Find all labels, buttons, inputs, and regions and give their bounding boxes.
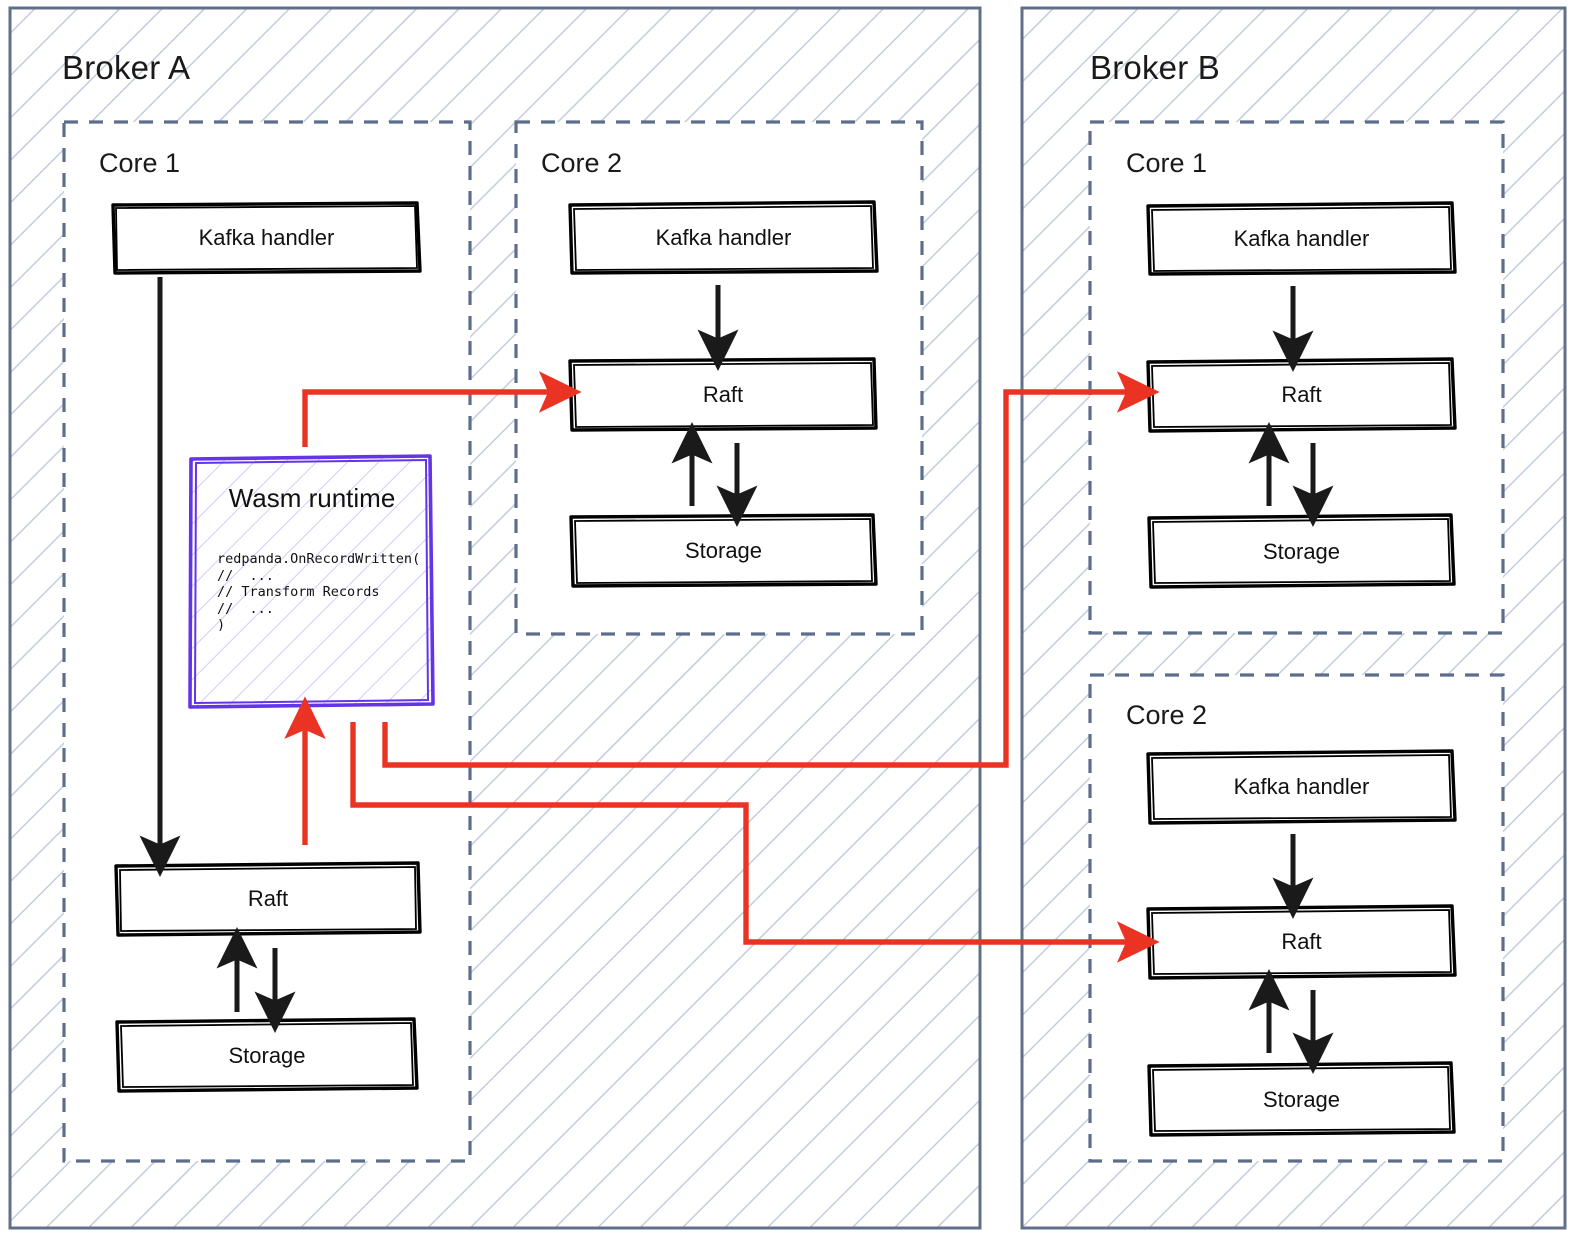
arrow-wasm-to-bb-c1-raft [382, 371, 1160, 768]
bb-c1-storage-box[interactable] [1147, 513, 1456, 589]
broker-a-core-1-label: Core 1 [99, 148, 181, 178]
ba-c2-kafka-box[interactable] [568, 200, 879, 275]
bb-c1-raft-box[interactable] [1146, 357, 1457, 433]
bb-c2-storage-box[interactable] [1147, 1061, 1456, 1137]
bb-c2-kafka-box[interactable] [1146, 749, 1457, 825]
bb-c1-kafka-box[interactable] [1146, 201, 1457, 276]
bb-c2-raft-box[interactable] [1146, 904, 1457, 980]
ba-c2-raft-box[interactable] [568, 357, 878, 432]
ba-c2-storage-box[interactable] [569, 513, 878, 588]
ba-c1-wasm-runtime-label: Wasm runtime [228, 483, 396, 513]
broker-a-core-2-label: Core 2 [541, 148, 623, 178]
broker-b-core-1-label: Core 1 [1126, 148, 1208, 178]
broker-b-label: Broker B [1090, 49, 1220, 86]
broker-b-core-2-label: Core 2 [1126, 700, 1208, 730]
arrow-wasm-to-bb-c2-raft [350, 722, 1160, 963]
ba-c1-raft-box[interactable] [114, 861, 422, 937]
arrow-wasm-to-ba-c2-raft [302, 371, 582, 447]
ba-c1-kafka-box[interactable] [111, 201, 422, 275]
ba-c1-wasm-box[interactable] [188, 454, 435, 709]
broker-a-label: Broker A [62, 49, 191, 86]
ba-c1-wasm-code-snippet: redpanda.OnRecordWritten( // ... // Tran… [217, 551, 421, 633]
ba-c1-storage-box[interactable] [115, 1017, 419, 1093]
